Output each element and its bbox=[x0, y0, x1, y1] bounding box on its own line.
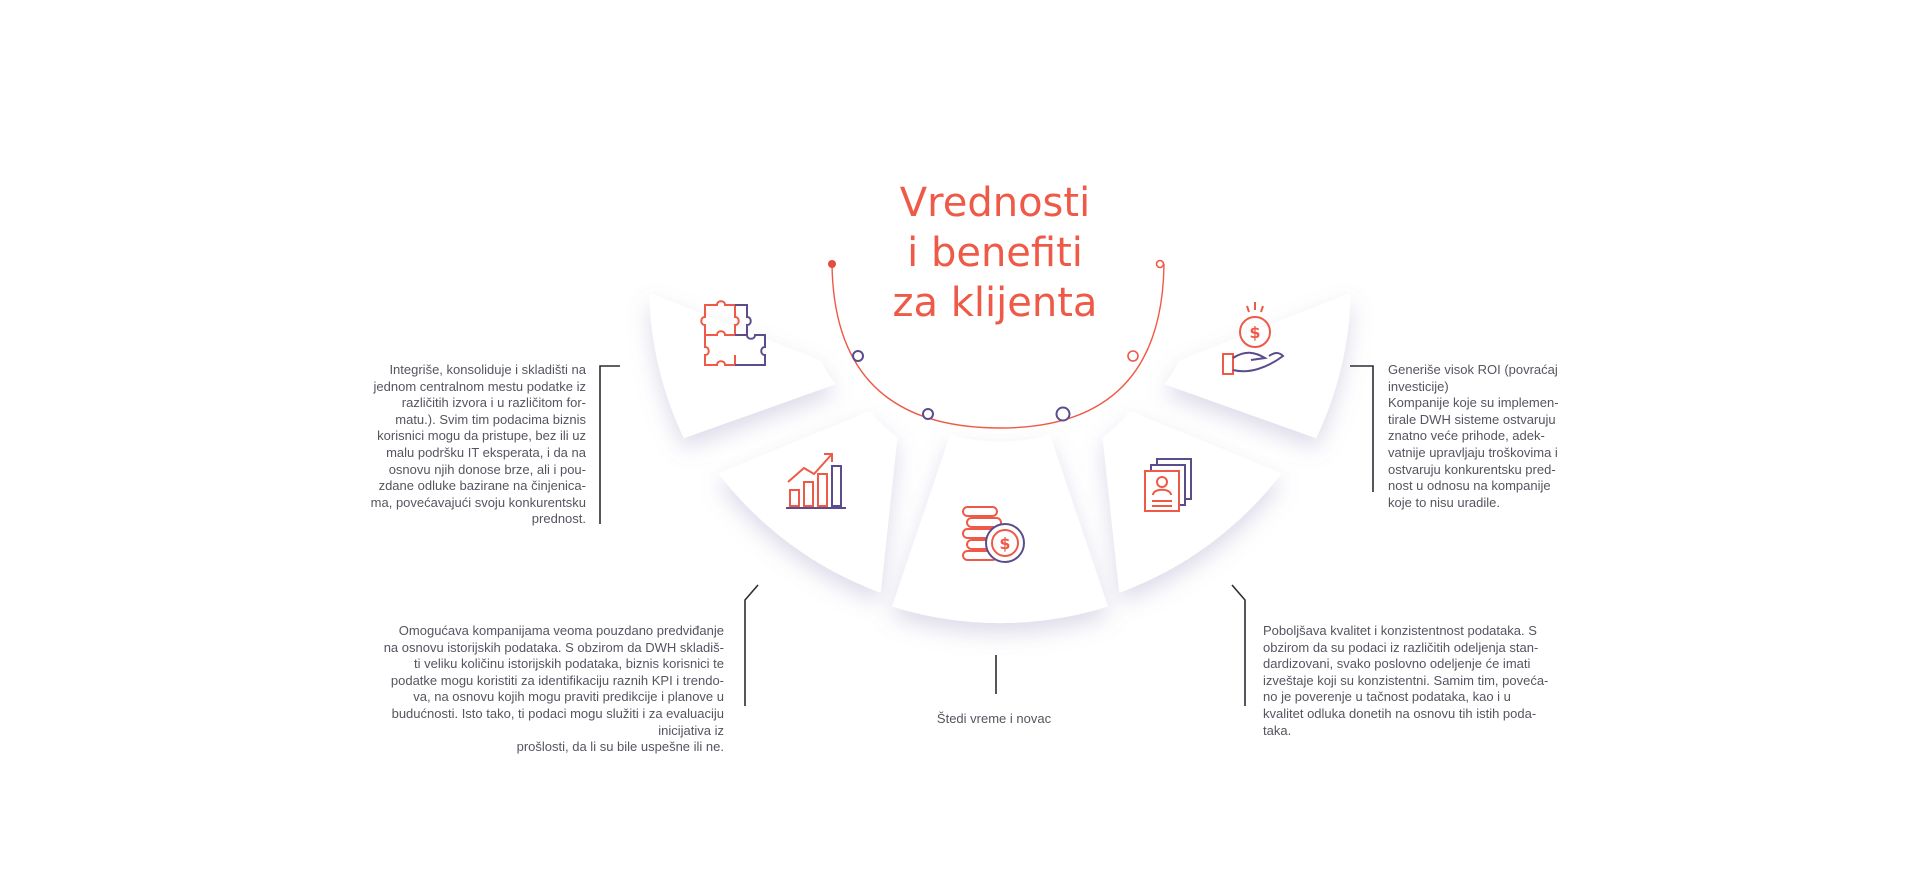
progress-arc bbox=[828, 259, 1165, 429]
hand-money-icon: $ bbox=[1222, 302, 1285, 375]
text-line: tirale DWH sisteme ostvaruju bbox=[1388, 411, 1556, 427]
title-line: i benefiti bbox=[907, 230, 1083, 276]
title-line: za klijenta bbox=[892, 280, 1098, 326]
connector-roi bbox=[1350, 365, 1374, 492]
svg-text:$: $ bbox=[1249, 323, 1260, 342]
arc-node bbox=[1055, 406, 1071, 422]
connector-integracija bbox=[599, 365, 620, 524]
description-roi: Generiše visok ROI (povraćaj investicije… bbox=[1388, 362, 1588, 511]
text-line: ma, povećavajući svoju konkurentsku bbox=[370, 494, 586, 510]
puzzle-icon bbox=[700, 300, 766, 366]
text-line: budućnosti. Isto tako, ti podaci mogu sl… bbox=[391, 705, 724, 721]
text-line: kvalitet odluka donetih na osnovu tih is… bbox=[1263, 705, 1537, 721]
text-line: prednost. bbox=[531, 511, 586, 527]
text-line: Integriše, konsoliduje i skladišti na bbox=[389, 362, 586, 377]
text-line: prošlosti, da li su bile uspešne ili ne. bbox=[516, 739, 724, 755]
arc-node bbox=[922, 408, 934, 420]
growth-chart-icon bbox=[786, 453, 846, 509]
text-line: osnovu njih donose brze, ali i pou- bbox=[388, 461, 586, 477]
coins-icon: $ bbox=[962, 506, 1025, 563]
text-line: inicijativa iz bbox=[658, 722, 724, 738]
text-line: matu.). Svim tim podacima biznis bbox=[395, 411, 586, 427]
text-line: investicije) bbox=[1388, 378, 1449, 394]
title-line: Vrednosti bbox=[899, 180, 1091, 226]
text-line: različitih izvora i u različitom for- bbox=[401, 395, 586, 411]
text-line: ti veliku količinu istorijskih podataka,… bbox=[414, 656, 724, 672]
text-line: Generiše visok ROI (povraćaj bbox=[1388, 362, 1558, 377]
connector-kvalitet bbox=[1231, 584, 1246, 706]
svg-text:$: $ bbox=[999, 534, 1010, 553]
arc-node bbox=[828, 260, 836, 268]
text-line: no je poverenje u tačnost podataka, kao … bbox=[1263, 689, 1511, 705]
arc-node bbox=[1155, 259, 1165, 269]
segment-roi bbox=[1164, 292, 1351, 439]
text-line: Poboljšava kvalitet i konzistentnost pod… bbox=[1263, 623, 1537, 638]
description-integracija: Integriše, konsoliduje i skladišti na je… bbox=[336, 362, 586, 528]
text-line: obzirom da su podaci iz različitih odelj… bbox=[1263, 639, 1539, 655]
text-line: jednom centralnom mestu podatke iz bbox=[373, 378, 586, 394]
text-line: vatnije upravljaju troškovima i bbox=[1388, 444, 1558, 460]
diagram-title: Vrednosti i benefiti za klijenta bbox=[860, 178, 1130, 328]
segment-kvalitet bbox=[1102, 411, 1282, 593]
text-line: na osnovu istorijskih podataka. S obziro… bbox=[383, 639, 724, 655]
text-line: Omogućava kompanijama veoma pouzdano pre… bbox=[398, 623, 724, 638]
text-line: taka. bbox=[1263, 722, 1292, 738]
text-line: ostvaruju konkurentsku pred- bbox=[1388, 461, 1556, 477]
description-usteda: Štedi vreme i novac bbox=[894, 711, 1094, 728]
text-line: nost u odnosu na kompanije bbox=[1388, 478, 1551, 494]
arc-node bbox=[852, 350, 864, 362]
text-line: Štedi vreme i novac bbox=[936, 711, 1052, 726]
connector-predvidjanje bbox=[744, 584, 759, 706]
connectors bbox=[599, 365, 1374, 706]
text-line: izveštaje koji su konzistentni. Samim ti… bbox=[1263, 672, 1549, 688]
documents-icon bbox=[1144, 458, 1192, 512]
text-line: korisnici mogu da pristupe, bez ili uz bbox=[377, 428, 586, 444]
text-line: malu podršku IT eksperata, i da na bbox=[386, 444, 586, 460]
text-line: Kompanije koje su implemen- bbox=[1388, 395, 1559, 411]
description-kvalitet: Poboljšava kvalitet i konzistentnost pod… bbox=[1263, 623, 1593, 739]
text-line: dardizovani, svako poslovno odeljenje će… bbox=[1263, 656, 1531, 672]
arc-node bbox=[1127, 350, 1139, 362]
text-line: podatke mogu koristiti za identifikaciju… bbox=[390, 672, 724, 688]
text-line: va, na osnovu kojih mogu praviti predikc… bbox=[413, 689, 724, 705]
text-line: znatno veće prihode, adek- bbox=[1388, 428, 1545, 444]
text-line: koje to nisu uradile. bbox=[1388, 494, 1501, 510]
text-line: zdane odluke bazirane na činjenica- bbox=[378, 478, 586, 494]
segment-predvidjanje bbox=[718, 411, 898, 593]
description-predvidjanje: Omogućava kompanijama veoma pouzdano pre… bbox=[336, 623, 724, 756]
